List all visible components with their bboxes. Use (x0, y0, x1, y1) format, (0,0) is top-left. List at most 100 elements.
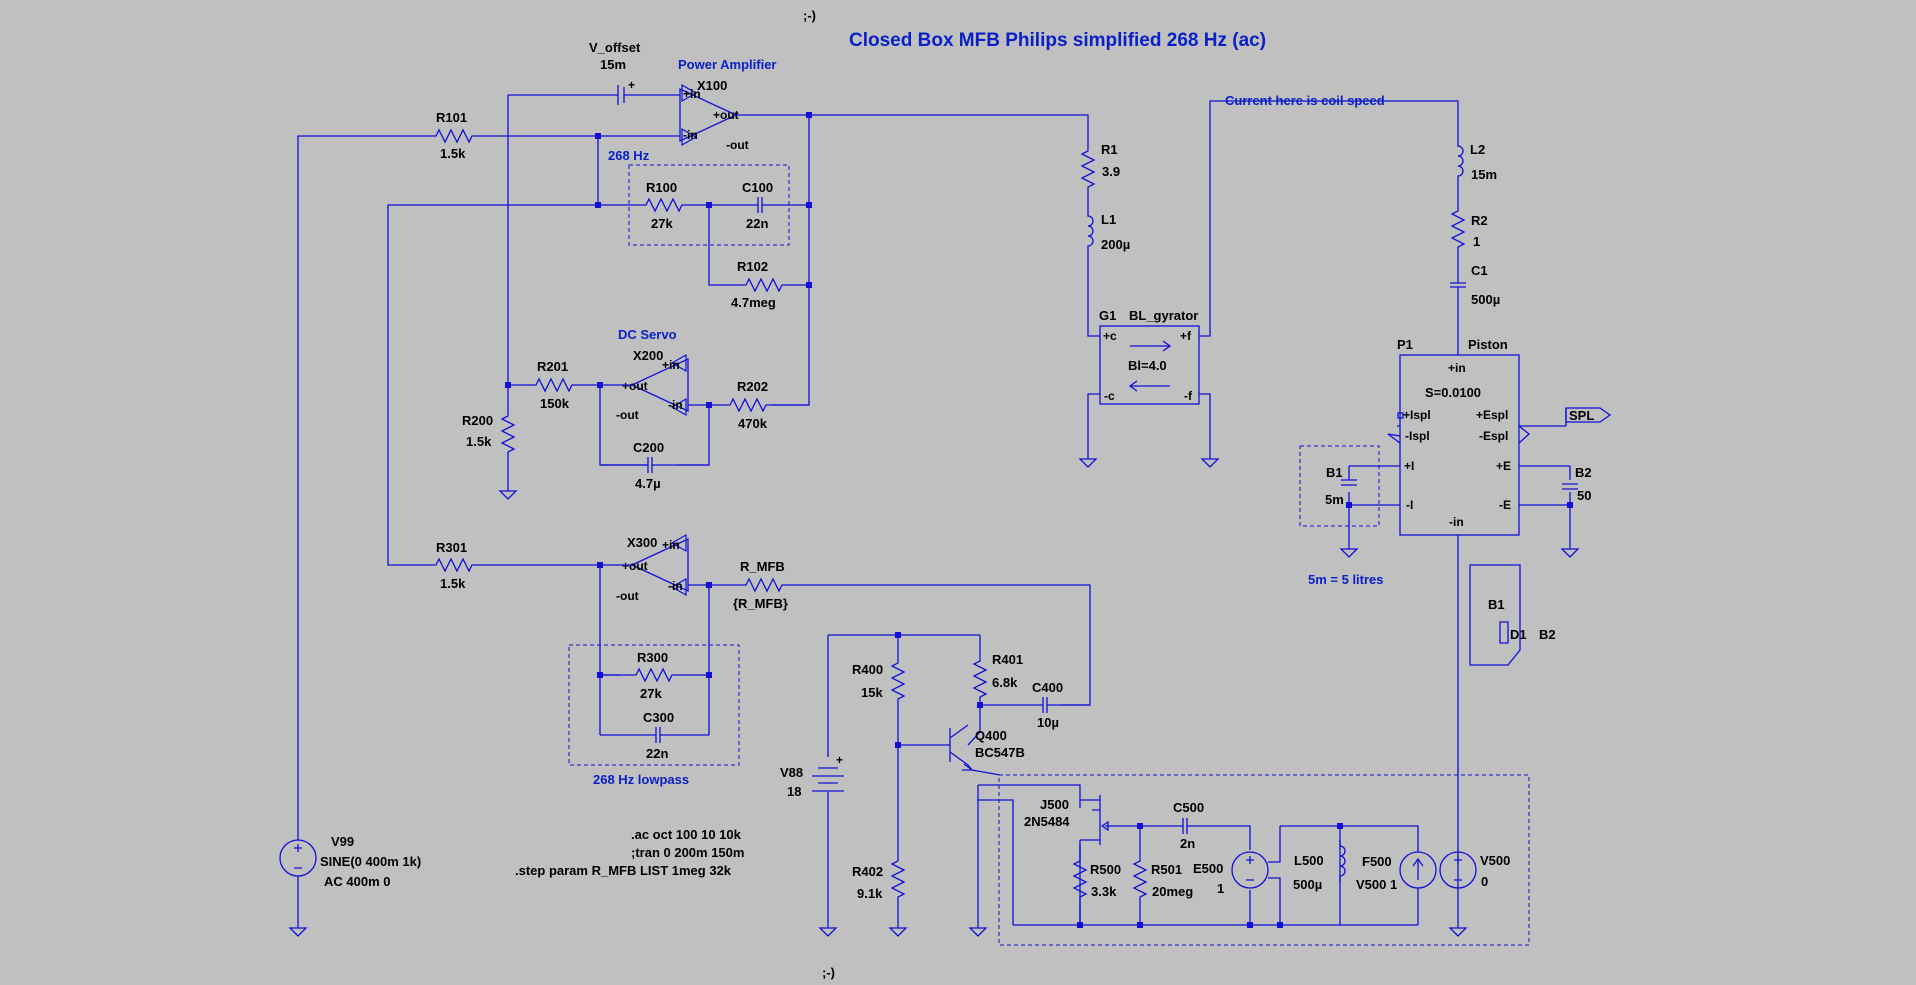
r401-value: 6.8k (992, 675, 1018, 690)
jfet-box (998, 774, 1530, 946)
x300-pin-in-m: -in (668, 579, 683, 593)
b1-capacitor[interactable]: B1 5m (1325, 465, 1357, 507)
v99-source[interactable]: V99 SINE(0 400m 1k) AC 400m 0 (279, 834, 421, 889)
r200-value: 1.5k (466, 434, 492, 449)
r1-resistor[interactable]: R1 3.9 (1081, 142, 1120, 194)
x300-pin-in-p: +in (662, 538, 680, 552)
spl-port[interactable]: SPL (1565, 407, 1612, 423)
b1-box (1299, 445, 1380, 527)
r501-resistor[interactable]: R501 20meg (1133, 854, 1193, 904)
x300-name: X300 (627, 535, 657, 550)
d1-b1: B1 (1488, 597, 1505, 612)
v88-battery[interactable]: V88 18 + (780, 753, 844, 799)
r402-value: 9.1k (857, 886, 883, 901)
x100-pin-out-p: +out (713, 108, 739, 122)
g1-param: Bl=4.0 (1128, 358, 1167, 373)
c200-capacitor[interactable]: C200 4.7µ (633, 440, 666, 491)
l2-inductor[interactable]: L2 15m (1457, 139, 1497, 183)
r300-resistor[interactable]: R300 27k (629, 650, 679, 701)
l1-name: L1 (1101, 212, 1116, 227)
r2-resistor[interactable]: R2 1 (1451, 204, 1488, 254)
p1-piston[interactable]: P1 Piston S=0.0100 +in -in +Ispl -Ispl +… (1387, 337, 1566, 536)
v-offset-source[interactable]: V_offset 15m + (508, 40, 660, 105)
c300-capacitor[interactable]: C300 22n (642, 710, 674, 761)
gnd-v500 (1449, 921, 1467, 937)
g1-model: BL_gyrator (1129, 308, 1198, 323)
x200-name: X200 (633, 348, 663, 363)
x300-opamp[interactable]: X300 +in -in +out -out (616, 534, 689, 603)
c1-capacitor[interactable]: C1 500µ (1449, 263, 1500, 307)
r402-resistor[interactable]: R402 9.1k (852, 854, 905, 904)
q400-name: Q400 (975, 728, 1007, 743)
g1-pin-mf: -f (1184, 389, 1193, 403)
r301-name: R301 (436, 540, 467, 555)
g1-pin-pc: +c (1103, 329, 1117, 343)
p1-pin-espl-p: +Espl (1476, 408, 1508, 422)
c400-capacitor[interactable]: C400 10µ (1029, 680, 1063, 730)
j500-jfet[interactable]: J500 2N5484 (1024, 795, 1140, 925)
v-offset-plus: + (628, 78, 635, 92)
directive-tran: ;tran 0 200m 150m (631, 845, 744, 860)
r500-resistor[interactable]: R500 3.3k (1073, 854, 1121, 904)
b2-capacitor[interactable]: B2 50 (1562, 465, 1592, 503)
r202-resistor[interactable]: R202 470k (723, 379, 773, 431)
f500-name: F500 (1362, 854, 1392, 869)
c1-name: C1 (1471, 263, 1488, 278)
r500-value: 3.3k (1091, 884, 1117, 899)
r102-resistor[interactable]: R102 4.7meg (731, 259, 789, 310)
p1-pin-e-p: +E (1496, 459, 1511, 473)
p1-pin-in-m: -in (1449, 515, 1464, 529)
v500-source[interactable]: V500 0 (1439, 851, 1510, 889)
v-offset-name: V_offset (589, 40, 641, 55)
v99-name: V99 (331, 834, 354, 849)
r201-resistor[interactable]: R201 150k (529, 359, 579, 411)
x100-opamp[interactable]: X100 +in -in +out -out (679, 78, 749, 152)
gnd-r402 (889, 921, 907, 937)
dc-servo-label: DC Servo (618, 327, 677, 342)
p1-model: Piston (1468, 337, 1508, 352)
g1-gyrator[interactable]: G1 BL_gyrator Bl=4.0 +c -c +f -f (1099, 308, 1200, 405)
v88-name: V88 (780, 765, 803, 780)
r1-name: R1 (1101, 142, 1118, 157)
p1-pin-e-m: -E (1499, 498, 1511, 512)
r101-resistor[interactable]: R101 1.5k (429, 110, 479, 161)
l500-name: L500 (1294, 853, 1324, 868)
d1-symbol[interactable]: B1 D1 B2 (1469, 564, 1556, 666)
r101-value: 1.5k (440, 146, 466, 161)
junction-dots (505, 112, 1573, 928)
c400-value: 10µ (1037, 715, 1059, 730)
e500-value: 1 (1217, 881, 1224, 896)
r-mfb-value: {R_MFB} (733, 596, 788, 611)
c500-capacitor[interactable]: C500 2n (1169, 800, 1204, 851)
smiley-bottom: ;-) (822, 965, 835, 980)
r400-resistor[interactable]: R400 15k (852, 656, 905, 706)
c200-name: C200 (633, 440, 664, 455)
r2-name: R2 (1471, 213, 1488, 228)
r300-name: R300 (637, 650, 668, 665)
e500-source[interactable]: E500 1 (1193, 851, 1269, 896)
r401-resistor[interactable]: R401 6.8k (973, 652, 1023, 704)
v99-line1: SINE(0 400m 1k) (320, 854, 421, 869)
g1-pin-mc: -c (1104, 389, 1115, 403)
r200-resistor[interactable]: R200 1.5k (462, 409, 515, 459)
r200-name: R200 (462, 413, 493, 428)
g1-pin-pf: +f (1180, 329, 1192, 343)
q400-transistor[interactable]: Q400 BC547B (962, 728, 1025, 771)
r-mfb-resistor[interactable]: R_MFB {R_MFB} (733, 559, 789, 611)
r400-name: R400 (852, 662, 883, 677)
f500-source[interactable]: F500 V500 1 (1356, 851, 1437, 892)
r301-resistor[interactable]: R301 1.5k (429, 540, 479, 591)
b1-value: 5m (1325, 492, 1344, 507)
q400-value: BC547B (975, 745, 1025, 760)
l500-inductor[interactable]: L500 500µ (1293, 839, 1346, 892)
r100-resistor[interactable]: R100 27k (639, 180, 689, 231)
r1-value: 3.9 (1102, 164, 1120, 179)
p1-pin-ispl-m: -Ispl (1405, 429, 1430, 443)
lowpass-box (568, 644, 740, 766)
r402-name: R402 (852, 864, 883, 879)
l1-inductor[interactable]: L1 200µ (1087, 209, 1130, 253)
gnd-g1-c (1079, 452, 1097, 468)
x200-opamp[interactable]: X200 +in -in +out -out (616, 348, 689, 422)
c100-capacitor[interactable]: C100 22n (742, 180, 776, 231)
